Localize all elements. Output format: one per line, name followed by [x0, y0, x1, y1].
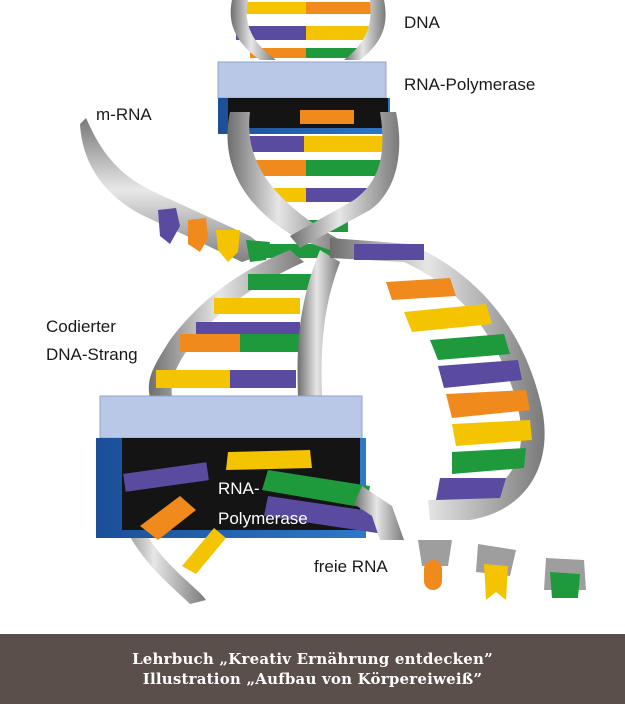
mrna-base	[158, 208, 180, 244]
base	[404, 304, 492, 332]
label-rna-polymerase-top: RNA-Polymerase	[404, 75, 535, 94]
base-pair	[306, 160, 392, 176]
base-pair	[304, 136, 390, 152]
caption-footer: Lehrbuch „Kreativ Ernährung entdecken” I…	[0, 634, 625, 704]
base	[354, 244, 424, 260]
base-pair	[240, 136, 304, 152]
base-pair	[260, 244, 330, 258]
caption-line-2: Illustration „Aufbau von Körpereiweiß”	[142, 670, 483, 688]
base-pair	[214, 298, 300, 314]
base-pair	[250, 48, 306, 58]
base-pair	[300, 110, 354, 124]
base	[446, 390, 530, 418]
mrna-base	[188, 218, 208, 252]
dna-transcription-diagram: DNA RNA-Polymerase m-RNA Codierter DNA-S…	[46, 0, 586, 604]
dna-helix-middle	[227, 110, 400, 258]
caption-line-1: Lehrbuch „Kreativ Ernährung entdecken”	[132, 650, 493, 668]
base-pair	[306, 26, 376, 40]
base-pair	[230, 370, 296, 388]
base-pair	[156, 370, 230, 388]
label-coded-strand-1: Codierter	[46, 317, 116, 336]
mrna-base	[216, 230, 240, 262]
right-dna-strand	[330, 238, 545, 520]
label-rna-polymerase-bottom-1: RNA-	[218, 479, 260, 498]
dna-helix-top	[230, 0, 386, 60]
label-rna-polymerase-bottom-2: Polymerase	[218, 509, 308, 528]
base	[452, 448, 526, 474]
coded-dna-strand	[148, 250, 340, 398]
base-pair	[306, 48, 358, 58]
label-free-rna: freie RNA	[314, 557, 388, 576]
base	[430, 334, 510, 360]
base	[438, 360, 522, 388]
base-pair	[236, 26, 306, 40]
free-rna-nucleotides	[418, 540, 586, 600]
label-mrna: m-RNA	[96, 105, 152, 124]
base	[386, 278, 456, 300]
label-dna: DNA	[404, 13, 441, 32]
base-pair	[306, 2, 384, 14]
rna-polymerase-bottom	[96, 395, 404, 604]
base	[452, 420, 532, 446]
base-pair	[236, 2, 306, 14]
base-pair	[306, 188, 372, 202]
label-coded-strand-2: DNA-Strang	[46, 345, 138, 364]
base	[436, 478, 506, 500]
base-pair	[180, 334, 240, 352]
base-pair	[240, 334, 302, 352]
